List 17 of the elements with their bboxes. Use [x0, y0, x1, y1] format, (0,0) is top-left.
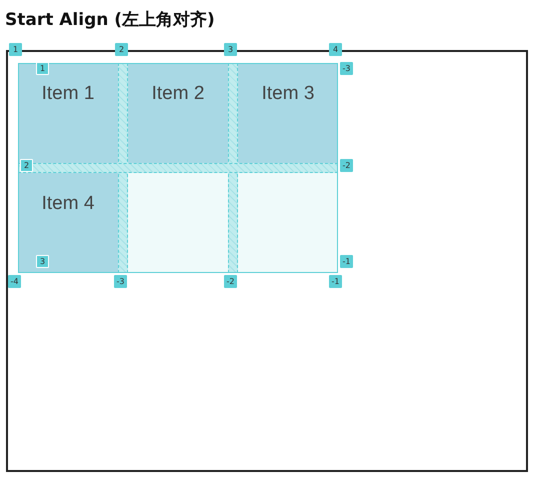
grid-line-number: 4 — [329, 43, 342, 56]
grid-line-number: -2 — [340, 159, 353, 172]
grid-line-number: 1 — [9, 43, 22, 56]
grid-line-number: 3 — [224, 43, 237, 56]
grid-line-number: -2 — [224, 275, 237, 288]
grid-line-number: 2 — [20, 159, 33, 172]
grid-line-number: -4 — [8, 275, 21, 288]
grid-line-number: -3 — [114, 275, 127, 288]
grid-item: Item 3 — [238, 63, 338, 163]
grid-item: Item 2 — [128, 63, 228, 163]
grid-line-number: 2 — [115, 43, 128, 56]
grid-line-number: 3 — [36, 255, 49, 268]
grid-line-number: -1 — [340, 255, 353, 268]
title: Start Align (左上角对齐) — [5, 9, 215, 31]
grid-line-number: -1 — [329, 275, 342, 288]
grid-line-number: 1 — [36, 62, 49, 75]
grid-line-number: -3 — [340, 62, 353, 75]
